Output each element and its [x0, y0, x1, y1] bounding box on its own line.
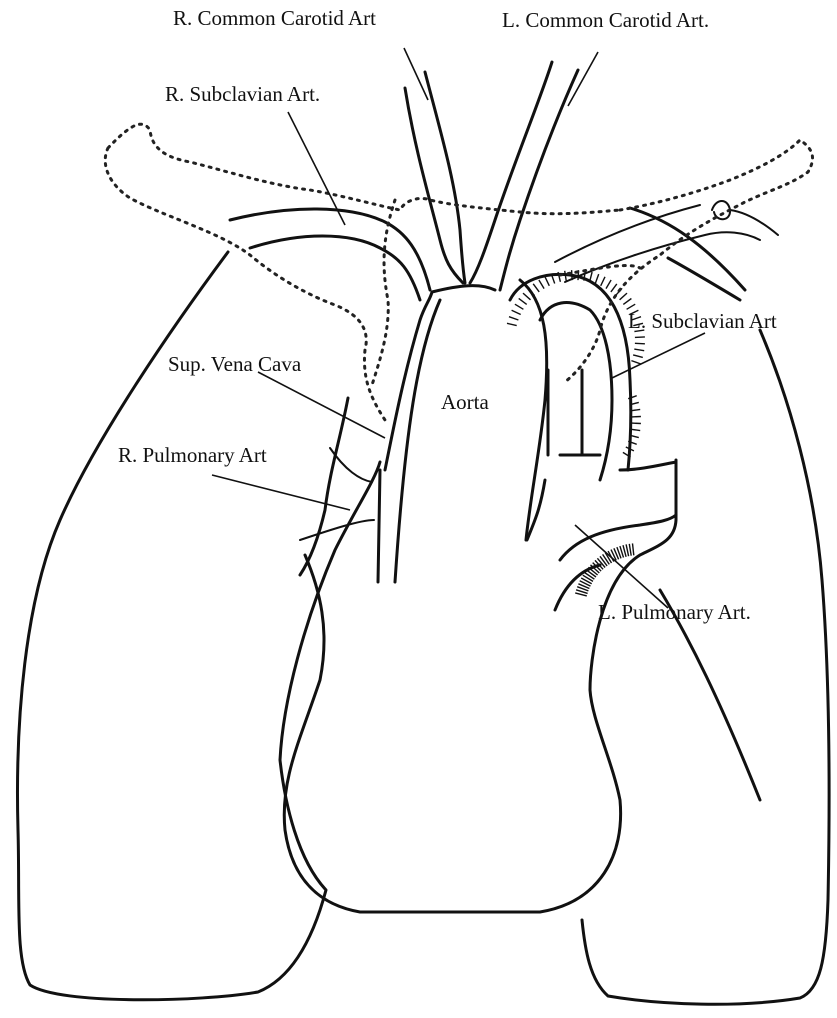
- label-aorta: Aorta: [441, 392, 489, 413]
- heart-silhouette: [284, 286, 676, 912]
- hatch-stroke: [634, 349, 644, 351]
- hatch-stroke: [601, 277, 605, 286]
- hatch-stroke: [606, 280, 611, 289]
- hatch-stroke: [575, 593, 587, 596]
- label-l-subclavian: L. Subclavian Art: [628, 311, 777, 332]
- hatch-stroke: [631, 409, 640, 410]
- pulmonary-branch-lines: [300, 448, 374, 540]
- right-subclavian-upper: [230, 209, 430, 290]
- hatch-stroke: [595, 274, 598, 283]
- hatch-stroke: [629, 544, 631, 556]
- hatch-stroke: [635, 337, 645, 338]
- left-brachial-knot: [712, 201, 778, 235]
- hatch-stroke: [623, 299, 631, 305]
- left-subclavian-hatching: [507, 270, 645, 457]
- left-lung-outline: [582, 330, 829, 1004]
- left-pulmonary-artery-curve: [555, 515, 676, 610]
- aorta-right-wall: [395, 300, 440, 582]
- aorta-left-wall: [520, 280, 547, 540]
- hatch-stroke: [631, 429, 640, 430]
- inner-dotted-outline: [372, 200, 640, 385]
- label-r-common-carotid: R. Common Carotid Art: [173, 8, 376, 29]
- hatch-stroke: [533, 284, 539, 292]
- hatch-stroke: [515, 304, 524, 309]
- hatch-stroke: [631, 361, 640, 364]
- left-pulmonary-trunk: [527, 370, 676, 540]
- label-r-subclavian: R. Subclavian Art.: [165, 84, 320, 105]
- hatch-stroke: [586, 570, 596, 577]
- hatch-stroke: [611, 284, 617, 292]
- leader-l-pulmonary: [575, 525, 668, 608]
- hatch-stroke: [626, 544, 629, 556]
- hatch-stroke: [620, 293, 627, 300]
- hatch-stroke: [545, 277, 549, 286]
- hatch-stroke: [523, 293, 531, 300]
- superior-vena-cava: [300, 398, 348, 575]
- label-l-common-carotid: L. Common Carotid Art.: [502, 10, 709, 31]
- hatch-stroke: [512, 310, 521, 314]
- right-subclavian-lower: [250, 236, 420, 300]
- hatch-stroke: [519, 298, 527, 304]
- label-r-pulmonary: R. Pulmonary Art: [118, 445, 267, 466]
- hatch-stroke: [623, 545, 626, 557]
- hatch-stroke: [633, 355, 643, 358]
- hatch-stroke: [565, 271, 567, 281]
- hatch-stroke: [585, 573, 595, 580]
- right-common-carotid-inner: [425, 72, 465, 283]
- left-clavicle-dotted: [565, 140, 813, 382]
- hatch-stroke: [603, 554, 610, 564]
- label-sup-vena-cava: Sup. Vena Cava: [168, 354, 301, 375]
- hatch-stroke: [635, 343, 645, 344]
- hatch-stroke: [633, 543, 634, 555]
- label-l-pulmonary: L. Pulmonary Art.: [598, 602, 751, 623]
- hatch-stroke: [539, 280, 544, 289]
- hatch-stroke: [507, 323, 517, 325]
- hatch-stroke: [509, 317, 518, 320]
